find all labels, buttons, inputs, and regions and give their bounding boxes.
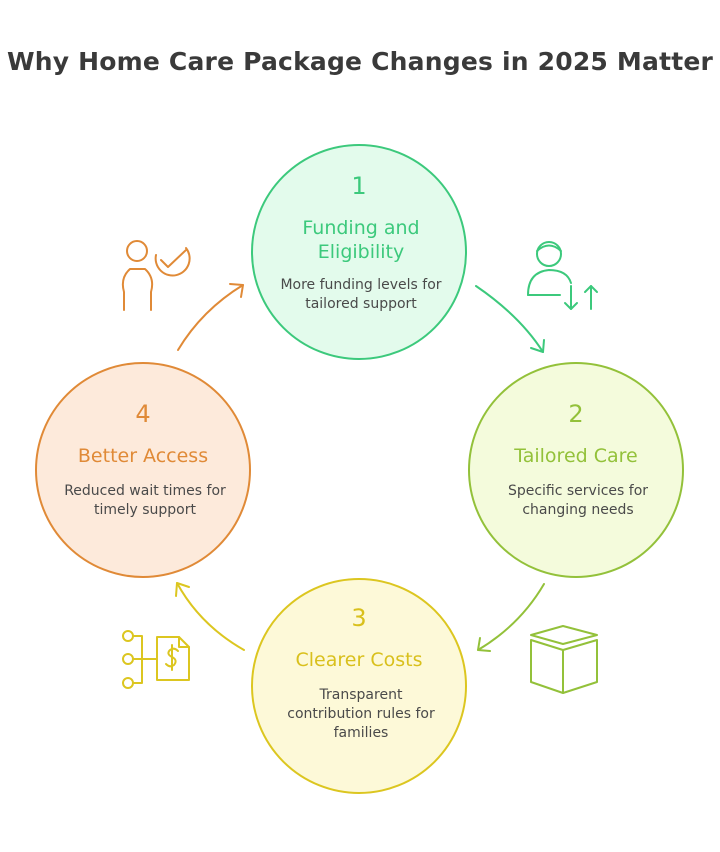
cost-breakdown-icon	[122, 630, 190, 689]
person-check-icon	[121, 240, 191, 311]
step-description: Transparent contribution rules for famil…	[287, 687, 435, 741]
step-node-tailored-care: 2 Tailored Care Specific services for ch…	[468, 362, 684, 578]
page-title: Why Home Care Package Changes in 2025 Ma…	[6, 47, 714, 76]
arrow-1-to-2	[475, 285, 545, 353]
arrow-3-to-4	[175, 582, 245, 651]
step-node-clearer-costs: 3 Clearer Costs Transparent contribution…	[251, 578, 467, 794]
step-number: 3	[351, 604, 367, 632]
step-description: More funding levels for tailored support	[280, 277, 442, 312]
arrow-4-to-1	[177, 283, 244, 351]
step-number: 4	[135, 400, 151, 428]
step-heading: Clearer Costs	[295, 649, 423, 671]
box-icon	[530, 625, 598, 694]
person-adjust-icon	[527, 241, 598, 310]
step-heading: Funding and Eligibility	[302, 217, 420, 263]
step-heading: Better Access	[77, 445, 209, 467]
step-node-better-access: 4 Better Access Reduced wait times for t…	[35, 362, 251, 578]
step-description: Reduced wait times for timely support	[64, 483, 226, 518]
arrow-2-to-3	[477, 583, 545, 652]
step-node-funding: 1 Funding and Eligibility More funding l…	[251, 144, 467, 360]
step-heading: Tailored Care	[514, 445, 638, 467]
step-description: Specific services for changing needs	[507, 483, 649, 518]
step-number: 2	[568, 400, 584, 428]
step-number: 1	[351, 172, 367, 200]
